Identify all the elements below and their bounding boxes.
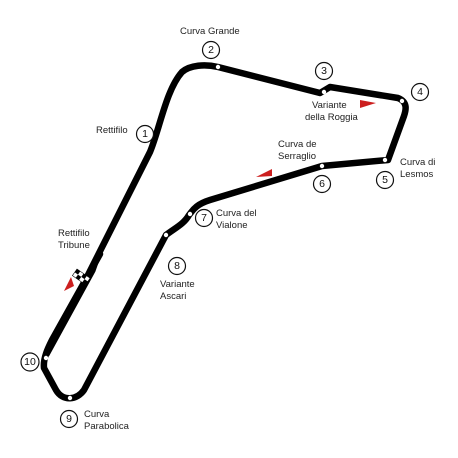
corner-dot-10 xyxy=(43,355,49,361)
corner-badge-5: 5 xyxy=(375,170,395,190)
corner-badge-1: 1 xyxy=(135,124,155,144)
corner-number: 10 xyxy=(24,356,36,368)
corner-labels: Rettifilo Curva Grande Variante della Ro… xyxy=(58,26,438,432)
label-line: Curva Grande xyxy=(180,26,240,37)
track-main xyxy=(40,62,409,402)
corner-dots xyxy=(43,64,405,401)
label-line: Curva de xyxy=(278,139,317,150)
corner-dot-2 xyxy=(215,64,221,70)
corner-dot-1 xyxy=(155,148,161,154)
label-rettifilo-tribune: Rettifilo Tribune xyxy=(58,228,92,251)
label-line: Curva del xyxy=(216,208,257,219)
corner-dot-7 xyxy=(187,211,193,217)
label-variante-ascari: Variante Ascari xyxy=(160,279,197,302)
corner-number: 9 xyxy=(66,413,72,425)
label-line: Rettifilo xyxy=(96,125,128,136)
corner-number: 7 xyxy=(201,212,207,224)
corner-number: 1 xyxy=(142,128,148,140)
label-curva-di-lesmos: Curva di Lesmos xyxy=(400,157,438,180)
corner-number: 4 xyxy=(417,86,423,98)
label-line: Curva di xyxy=(400,157,435,168)
direction-arrow-icon xyxy=(256,169,272,177)
label-curva-de-serraglio: Curva de Serraglio xyxy=(278,139,319,162)
corner-dot-3 xyxy=(321,89,327,95)
label-line: Rettifilo xyxy=(58,228,90,239)
corner-number: 5 xyxy=(382,174,388,186)
label-line: Vialone xyxy=(216,220,248,231)
label-rettifilo: Rettifilo xyxy=(96,125,128,136)
checkered-flag-icon xyxy=(71,268,91,286)
corner-badge-10: 10 xyxy=(20,352,40,372)
label-line: Lesmos xyxy=(400,169,434,180)
label-variante-della-roggia: Variante della Roggia xyxy=(305,100,359,123)
label-line: Variante xyxy=(312,100,347,111)
track xyxy=(40,62,409,402)
label-line: Variante xyxy=(160,279,195,290)
direction-arrow-icon xyxy=(64,277,74,291)
corner-dot-5 xyxy=(382,157,388,163)
label-line: della Roggia xyxy=(305,112,359,123)
corner-dot-4 xyxy=(399,98,405,104)
label-line: Serraglio xyxy=(278,151,316,162)
label-curva-grande: Curva Grande xyxy=(180,26,240,37)
corner-badge-4: 4 xyxy=(410,82,430,102)
corner-badge-9: 9 xyxy=(59,409,79,429)
corner-badge-2: 2 xyxy=(201,40,221,60)
corner-number: 8 xyxy=(174,260,180,272)
corner-dot-8 xyxy=(163,232,169,238)
corner-badge-7: 7 xyxy=(194,208,214,228)
corner-badges: 1 2 3 4 5 6 7 8 xyxy=(20,40,430,429)
track-pit-lane xyxy=(46,252,102,357)
label-line: Tribune xyxy=(58,240,90,251)
corner-number: 2 xyxy=(208,44,214,56)
corner-dot-6 xyxy=(319,163,325,169)
corner-badge-6: 6 xyxy=(312,174,332,194)
label-line: Ascari xyxy=(160,291,186,302)
label-curva-parabolica: Curva Parabolica xyxy=(84,409,130,432)
label-line: Parabolica xyxy=(84,421,130,432)
label-curva-del-vialone: Curva del Vialone xyxy=(216,208,259,231)
corner-number: 6 xyxy=(319,178,325,190)
corner-number: 3 xyxy=(321,65,327,77)
corner-dot-9 xyxy=(67,395,73,401)
direction-arrows xyxy=(64,100,376,291)
corner-badge-8: 8 xyxy=(167,256,187,276)
corner-badge-3: 3 xyxy=(314,61,334,81)
direction-arrow-icon xyxy=(360,100,376,108)
label-line: Curva xyxy=(84,409,110,420)
